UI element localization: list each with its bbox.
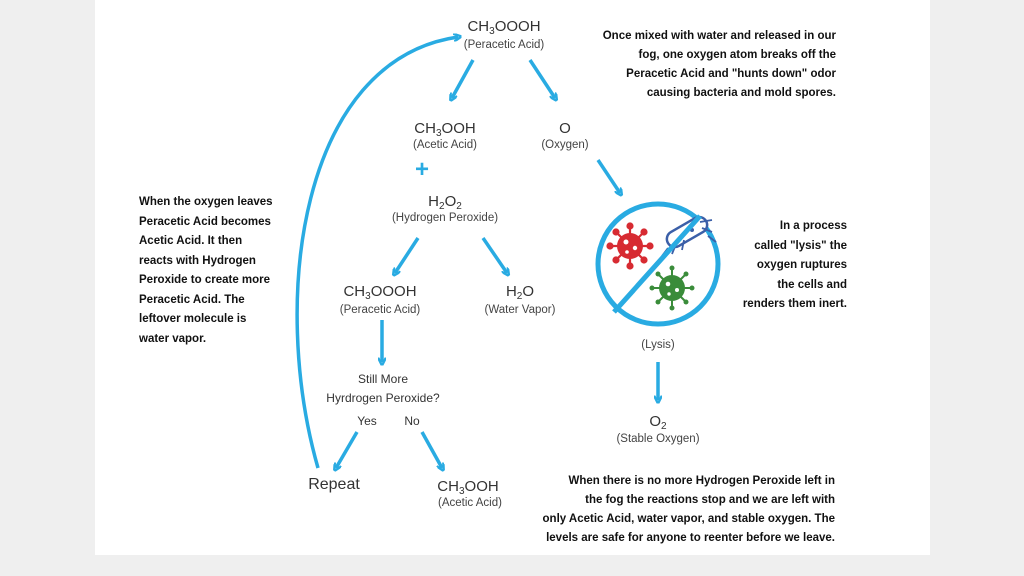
formula-peracetic-top: CH3OOOH (467, 18, 541, 37)
formula-water: H2O (505, 283, 535, 302)
formula-acetic-final: CH3OOH (437, 478, 499, 497)
answer-no: No (404, 414, 420, 428)
repeat-label: Repeat (308, 476, 360, 493)
arrow-to-acetic (452, 59, 475, 98)
note-top-right: Once mixed with water and released in ou… (602, 30, 836, 99)
virus-icon (606, 222, 654, 270)
label-peracetic-2: (Peracetic Acid) (339, 304, 421, 316)
label-acetic-final: (Acetic Acid) (438, 497, 502, 509)
note-left: When the oxygen leaves Peracetic Acid be… (139, 196, 273, 345)
answer-yes: Yes (357, 414, 377, 428)
content-panel (95, 0, 930, 555)
note-bottom: When there is no more Hydrogen Peroxide … (542, 475, 835, 544)
formula-oxygen: O (559, 120, 571, 137)
arrow-to-repeat (336, 431, 359, 468)
formula-o2: O2 (649, 413, 667, 432)
label-water: (Water Vapor) (484, 304, 556, 316)
arrow-to-acetic-final (420, 431, 442, 468)
arrow-to-oxygen (528, 59, 555, 98)
formula-acetic: CH3OOH (414, 120, 476, 139)
note-right: In a process called "lysis" the oxygen r… (742, 220, 847, 310)
arrow-to-water (481, 237, 507, 273)
arrow-to-peracetic (395, 237, 420, 273)
question-line-1: Still More (357, 372, 408, 386)
formula-h2o2: H2O2 (428, 193, 462, 212)
label-lysis: (Lysis) (641, 339, 675, 351)
green-virus-icon (649, 265, 695, 311)
label-h2o2: (Hydrogen Peroxide) (391, 212, 499, 224)
label-oxygen: (Oxygen) (541, 139, 589, 151)
no-germs-icon (595, 201, 721, 327)
formula-peracetic-2: CH3OOOH (343, 283, 417, 302)
label-acetic: (Acetic Acid) (413, 139, 477, 151)
label-o2: (Stable Oxygen) (616, 433, 700, 445)
label-peracetic-top: (Peracetic Acid) (463, 39, 545, 51)
arrow-oxygen-to-lysis (596, 159, 620, 193)
plus-sign: + (415, 156, 430, 183)
arrow-repeat-loop (295, 37, 458, 469)
question-line-2: Hyrdrogen Peroxide? (326, 391, 440, 405)
